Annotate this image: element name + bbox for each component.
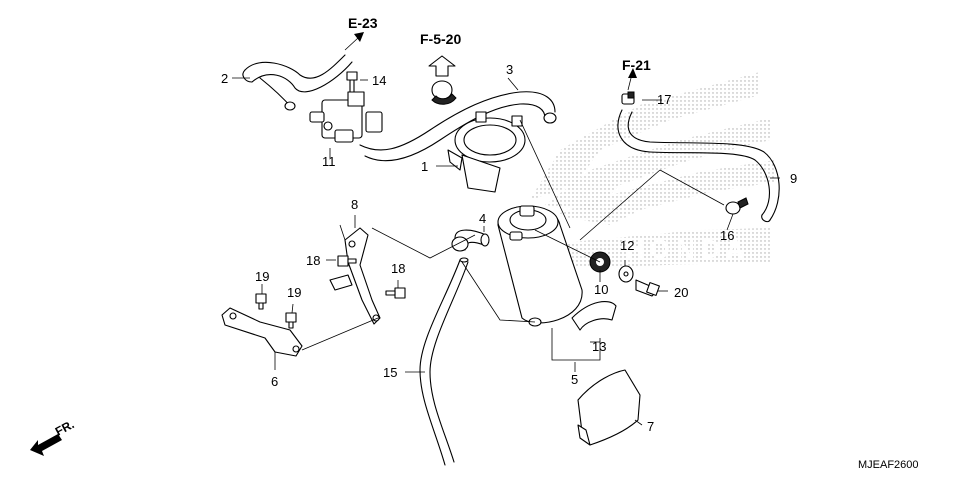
cover-13 [571, 300, 617, 331]
clamp-16 [725, 197, 749, 215]
callout-9: 9 [790, 171, 797, 186]
diagram-code: MJEAF2600 [858, 459, 919, 471]
callout-17: 17 [657, 92, 671, 107]
callout-12: 12 [620, 238, 634, 253]
bolt-18-right [385, 287, 406, 299]
callout-2: 2 [221, 71, 228, 86]
arrow-f21-head [628, 68, 637, 78]
ref-f520: F-5-20 [420, 31, 461, 47]
honda-wing-watermark: HONDA [530, 72, 775, 268]
bolt-20 [635, 279, 660, 297]
hose-15 [419, 257, 469, 466]
washer-12 [618, 265, 634, 283]
callout-20: 20 [674, 285, 688, 300]
solenoid-valve-11 [309, 91, 383, 143]
callout-19-right: 19 [287, 285, 301, 300]
callout-18-right: 18 [391, 261, 405, 276]
bracket-1 [447, 111, 526, 193]
callout-18-left: 18 [306, 253, 320, 268]
protector-7 [577, 369, 641, 446]
callout-4: 4 [479, 211, 486, 226]
ref-f21: F-21 [622, 57, 651, 73]
arrow-e23-shaft [344, 37, 359, 51]
callout-13: 13 [592, 339, 606, 354]
callout-1: 1 [421, 159, 428, 174]
front-arrow-icon [30, 434, 62, 456]
callout-11: 11 [322, 154, 336, 169]
ref-e23: E-23 [348, 15, 378, 31]
hose-3 [359, 91, 557, 162]
joint-4 [451, 229, 490, 252]
bracket-6 [221, 307, 303, 357]
bolt-19-left [255, 293, 267, 310]
clamp-17 [621, 91, 635, 105]
callout-15: 15 [383, 365, 397, 380]
callout-16: 16 [720, 228, 734, 243]
bolt-19-right [285, 312, 297, 329]
leader-lines [232, 77, 780, 426]
callout-6: 6 [271, 374, 278, 389]
callout-10: 10 [594, 282, 608, 297]
bolt-18-left [337, 255, 357, 267]
bracket-8 [329, 227, 381, 325]
bolt-14 [346, 71, 358, 93]
callout-5: 5 [571, 372, 578, 387]
canister-5 [497, 205, 583, 327]
callout-19-left: 19 [255, 269, 269, 284]
svg-text:HONDA: HONDA [625, 234, 750, 264]
callout-7: 7 [647, 419, 654, 434]
callout-3: 3 [506, 62, 513, 77]
hose-9 [617, 109, 780, 223]
arrow-e23-head [354, 32, 364, 42]
clamp-f520 [428, 55, 457, 105]
callout-8: 8 [351, 197, 358, 212]
callout-14: 14 [372, 73, 386, 88]
